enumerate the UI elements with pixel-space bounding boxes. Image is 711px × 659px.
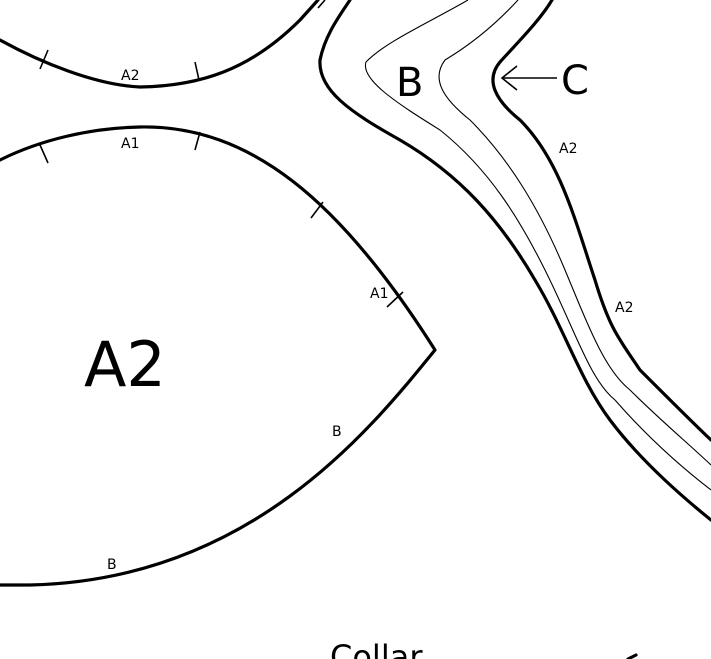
upper-notch-left	[39, 49, 49, 70]
a2-notch-label-side: A1	[370, 286, 388, 302]
a2-notch-3	[310, 201, 324, 219]
piece-a2-outline	[0, 125, 437, 587]
piece-b-fold-line-2	[438, 0, 711, 466]
pattern-piece-a2: A1 A1 B B A2	[0, 125, 437, 587]
a2-notch-label-edge-right: B	[332, 424, 342, 440]
piece-a2-title: A2	[84, 328, 166, 401]
a2-notch-label-top: A1	[121, 136, 139, 152]
arrow-icon	[500, 65, 557, 91]
collar-title: Collar	[330, 638, 423, 659]
b-notch-label-lower: A2	[615, 300, 633, 316]
upper-pattern-piece: A2	[0, 0, 326, 89]
collar-arrow-tip-icon	[626, 653, 638, 659]
piece-b-fold-line-1	[364, 0, 711, 491]
upper-piece-outline	[0, 0, 320, 89]
piece-b-outer-edge	[318, 0, 711, 522]
upper-notch-right	[194, 61, 200, 81]
piece-b-inner-edge	[491, 0, 711, 442]
a2-notch-4	[386, 291, 404, 308]
piece-b-title: B	[396, 60, 423, 106]
upper-notch-label: A2	[121, 68, 139, 84]
a2-notch-label-edge-bottom: B	[107, 557, 117, 573]
c-pointer-label: C	[561, 58, 589, 104]
a2-notch-2	[194, 131, 201, 151]
pattern-piece-b: B A2 A2	[318, 0, 711, 522]
c-pointer: C	[500, 58, 589, 104]
collar-section: Collar	[330, 638, 638, 659]
a2-notch-1	[39, 144, 49, 164]
b-notch-label-upper: A2	[559, 141, 577, 157]
upper-notch-corner	[317, 0, 326, 9]
